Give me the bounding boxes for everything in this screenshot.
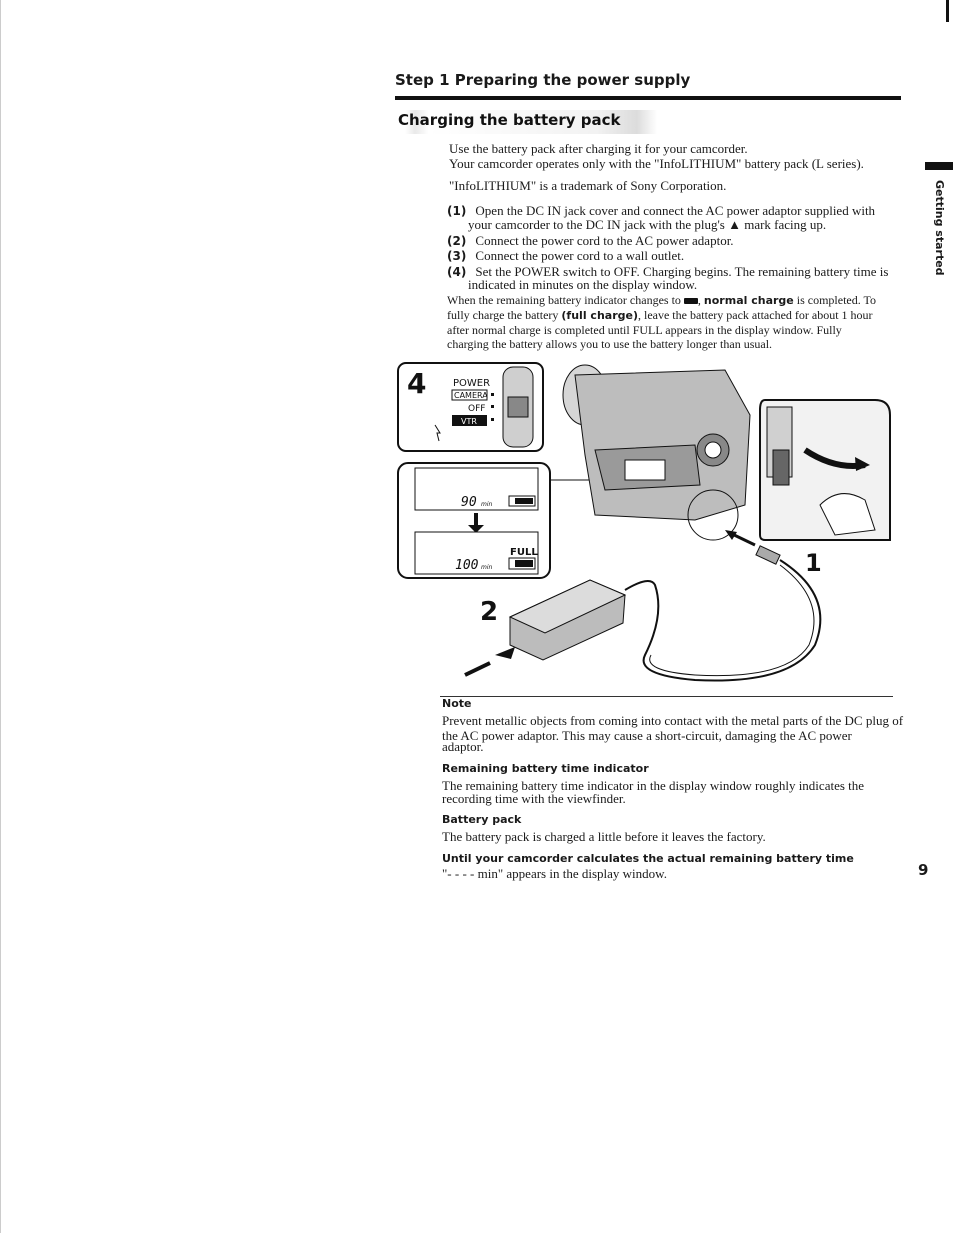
charge-text: is completed. To [793,293,877,307]
note-line-2: the AC power adaptor. This may cause a s… [442,728,852,743]
section-title: Charging the battery pack [398,111,621,129]
section-banner [395,110,731,134]
trademark-note: "InfoLITHIUM" is a trademark of Sony Cor… [449,178,727,193]
side-tab-marker [925,162,953,170]
display-100: 100 [455,558,479,573]
title-rule [395,96,901,100]
step-item-1: (1) Open the DC IN jack cover and connec… [447,200,897,219]
ac-adaptor: 2 [464,579,627,677]
step-number: (4) [447,265,467,279]
power-cord [624,559,822,682]
page-title: Step 1 Preparing the power supply [395,71,691,89]
side-tab-label: Getting started [933,180,946,276]
power-label: POWER [453,378,490,389]
step-number: (1) [447,204,467,218]
remaining-heading: Remaining battery time indicator [442,762,649,775]
arrow-down-icon [468,513,484,533]
display-window-panel: 90 min 100 min FULL [397,462,551,579]
page-number: 9 [918,861,929,879]
intro-line-1: Use the battery pack after charging it f… [449,141,748,156]
camcorder-drawing [550,364,751,541]
step-item-2: (2) Connect the power cord to the AC pow… [447,230,897,249]
remaining-line-2: recording time with the viewfinder. [442,791,626,806]
camera-label: CAMERA [454,391,488,400]
battery-icon [683,298,698,305]
note-heading: Note [442,697,472,710]
until-line-1: "- - - - min" appears in the display win… [442,866,667,881]
step-text: Connect the power cord to a wall outlet. [475,248,685,263]
battery-line-1: The battery pack is charged a little bef… [442,829,766,844]
full-charge-term: (full charge) [561,309,638,322]
step-item-3: (3) Connect the power cord to a wall out… [447,245,897,264]
note-line-1: Prevent metallic objects from coming int… [442,713,904,728]
step-text: Set the POWER switch to OFF. Charging be… [475,264,889,279]
step-4-label: 4 [407,367,426,400]
dc-plug: 1 [725,530,822,577]
until-heading: Until your camcorder calculates the actu… [442,852,854,865]
step-text: Connect the power cord to the AC power a… [475,233,734,248]
arrow-icon [725,530,737,540]
display-unit: min [481,564,493,571]
note-line-3: adaptor. [442,739,484,754]
battery-heading: Battery pack [442,813,522,826]
intro-line-2: Your camcorder operates only with the "I… [449,156,864,171]
remaining-line-1: The remaining battery time indicator in … [442,778,865,793]
normal-charge-term: normal charge [703,294,794,307]
step-text: Open the DC IN jack cover and connect th… [475,203,876,218]
charge-text: When the remaining battery indicator cha… [447,293,684,307]
step-2-label: 2 [480,597,498,627]
off-label: OFF [468,404,485,414]
charge-line-2: fully charge the battery (full charge), … [447,308,897,323]
step-1-label: 1 [805,549,822,577]
vtr-label: VTR [461,417,477,426]
arrow-right-icon [855,457,870,471]
arrow-icon [495,647,515,659]
full-label: FULL [510,547,538,558]
step-item-1-cont: your camcorder to the DC IN jack with th… [468,217,827,232]
charge-paragraph: When the remaining battery indicator cha… [447,293,897,351]
charge-line-1: When the remaining battery indicator cha… [447,293,897,308]
charge-line-3: after normal charge is completed until F… [447,323,842,337]
charge-text: , leave the battery pack attached for ab… [637,308,873,322]
step-number: (2) [447,234,467,248]
charge-text: fully charge the battery [447,308,562,322]
charge-line-4: charging the battery allows you to use t… [447,337,773,351]
note-rule [440,696,893,697]
corner-mark [946,0,949,22]
dc-jack-inset [759,399,891,541]
step-item-4-cont: indicated in minutes on the display wind… [468,277,698,292]
display-unit: min [481,501,493,508]
display-90: 90 [461,495,477,510]
step-item-4: (4) Set the POWER switch to OFF. Chargin… [447,261,897,280]
power-switch-panel: 4 POWER CAMERA OFF VTR [397,362,544,452]
charging-illustration: 4 POWER CAMERA OFF VTR 90 min 100 min FU… [397,362,891,682]
comma: , [697,293,704,307]
step-number: (3) [447,249,467,263]
page-edge [0,0,1,1233]
